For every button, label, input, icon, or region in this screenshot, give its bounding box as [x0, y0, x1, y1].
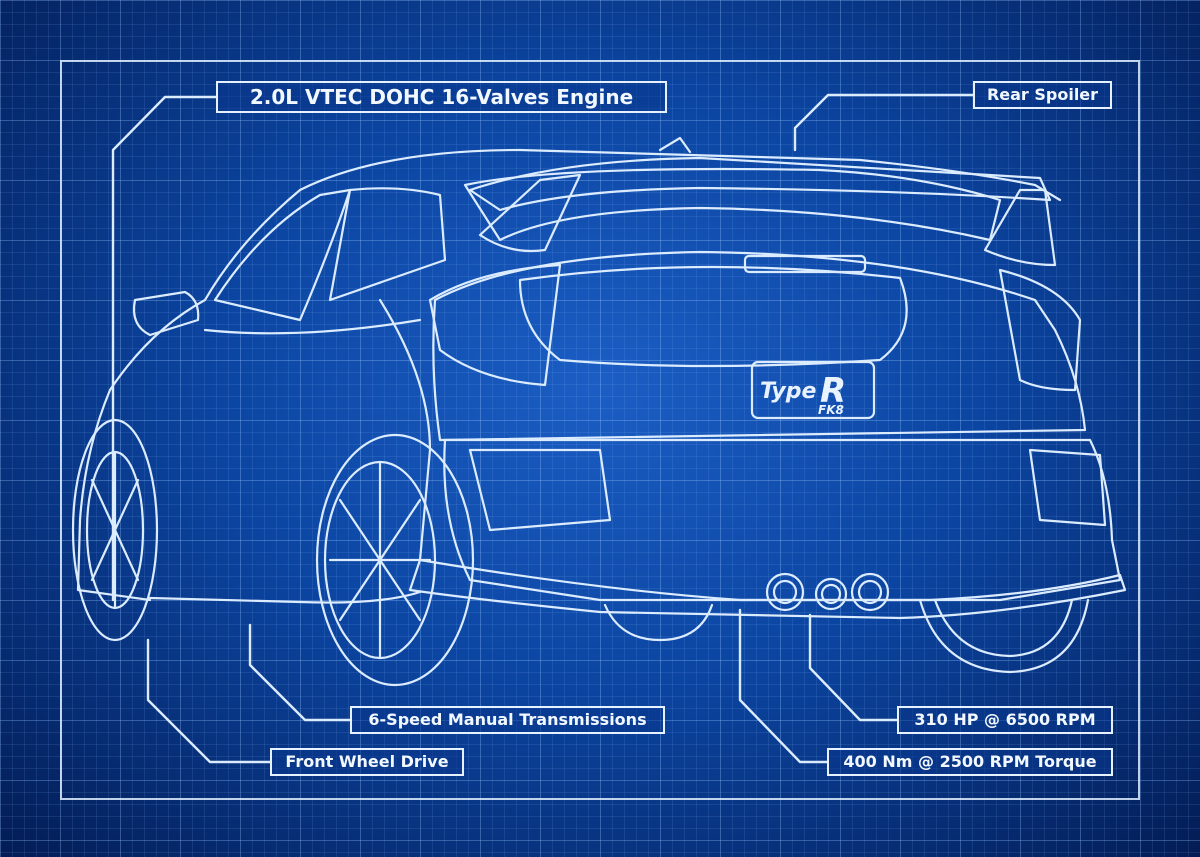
roof-outline	[298, 148, 1062, 202]
rear-quarter	[378, 298, 432, 562]
side-window-rear	[328, 187, 447, 302]
torque-leader	[738, 608, 829, 764]
diffuser	[408, 558, 1127, 620]
spoiler-leader	[793, 93, 975, 152]
rear-left-wheel	[315, 433, 475, 687]
side-window-front	[213, 188, 352, 322]
front-wheel	[71, 418, 159, 642]
rear-vents	[468, 448, 1107, 532]
badge-r-text: R	[820, 371, 846, 411]
badge-type-text: Type	[760, 379, 816, 404]
leader-lines	[111, 93, 975, 764]
model-badge: Type R FK8	[760, 371, 846, 417]
rear-spoiler-drawing	[468, 136, 1057, 267]
engine-leader	[111, 95, 218, 602]
engine-callout: 2.0L VTEC DOHC 16-Valves Engine	[216, 81, 667, 113]
side-profile	[76, 188, 302, 602]
transmission-leader	[248, 623, 352, 722]
exhaust-tips	[765, 572, 890, 612]
trunk-lid	[518, 265, 908, 368]
side-skirt	[148, 590, 422, 604]
power-leader	[808, 613, 899, 722]
drive-callout: Front Wheel Drive	[270, 748, 464, 776]
transmission-callout: 6-Speed Manual Transmissions	[350, 706, 665, 734]
lower-fascia	[443, 438, 1122, 602]
rear-hatch	[432, 250, 1087, 442]
power-callout: 310 HP @ 6500 RPM	[897, 706, 1113, 734]
side-mirror	[132, 290, 200, 337]
door-line	[203, 318, 422, 335]
rear-right-wheel	[918, 598, 1090, 674]
drive-leader	[146, 638, 272, 764]
badge-fk8-text: FK8	[818, 403, 844, 417]
rear-center-tire	[603, 603, 714, 642]
blueprint-frame	[60, 60, 1140, 800]
license-plate	[750, 360, 876, 420]
car-body	[76, 148, 1127, 620]
torque-callout: 400 Nm @ 2500 RPM Torque	[827, 748, 1113, 776]
taillights	[428, 254, 1082, 392]
spoiler-callout: Rear Spoiler	[973, 81, 1112, 109]
